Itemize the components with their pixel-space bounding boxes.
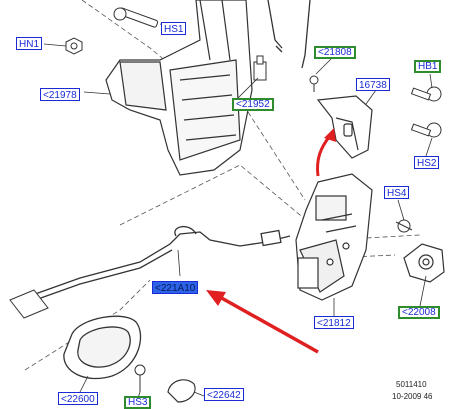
clip-21952 bbox=[253, 55, 267, 81]
callout-hb1[interactable]: HB1 bbox=[414, 60, 442, 73]
callout-21812[interactable]: <21812 bbox=[314, 316, 354, 329]
callout-16738[interactable]: 16738 bbox=[356, 78, 390, 91]
screw-hs4 bbox=[395, 219, 413, 233]
drawing-date: 10-2009 46 bbox=[392, 392, 433, 401]
callout-21952[interactable]: <21952 bbox=[232, 98, 274, 111]
bolt-hs2 bbox=[410, 122, 442, 138]
callout-hs2[interactable]: HS2 bbox=[414, 156, 440, 169]
callout-hs1[interactable]: HS1 bbox=[161, 22, 187, 35]
callout-22600[interactable]: <22600 bbox=[58, 392, 98, 405]
drawing-code: 5011410 bbox=[396, 380, 427, 389]
striker-22008 bbox=[403, 243, 445, 283]
red-callout-arrow bbox=[206, 290, 319, 354]
latch-21812 bbox=[295, 173, 373, 301]
screw-small bbox=[309, 75, 319, 92]
callout-hn1[interactable]: HN1 bbox=[16, 37, 43, 50]
handle-22600 bbox=[63, 315, 142, 380]
rod-21808 bbox=[267, 0, 311, 69]
red-curved-arrow bbox=[316, 128, 336, 177]
callout-22008[interactable]: <22008 bbox=[398, 306, 440, 319]
callout-21978[interactable]: <21978 bbox=[40, 88, 80, 101]
callout-hs4[interactable]: HS4 bbox=[384, 186, 410, 199]
bracket-21978 bbox=[105, 0, 253, 176]
cable-221A10 bbox=[23, 226, 291, 305]
callout-21808[interactable]: <21808 bbox=[314, 46, 356, 59]
nut-hn1 bbox=[65, 37, 83, 55]
screw-hs3 bbox=[134, 364, 146, 392]
callout-22642[interactable]: <22642 bbox=[204, 388, 244, 401]
callout-221A10[interactable]: <221A10 bbox=[152, 281, 199, 294]
bolt-hb1 bbox=[410, 86, 442, 102]
screw-hs1 bbox=[113, 7, 159, 28]
cable-connector bbox=[9, 289, 49, 319]
cover-16738 bbox=[316, 95, 373, 159]
callout-hs3[interactable]: HS3 bbox=[124, 396, 152, 409]
cap-22642 bbox=[167, 379, 196, 403]
